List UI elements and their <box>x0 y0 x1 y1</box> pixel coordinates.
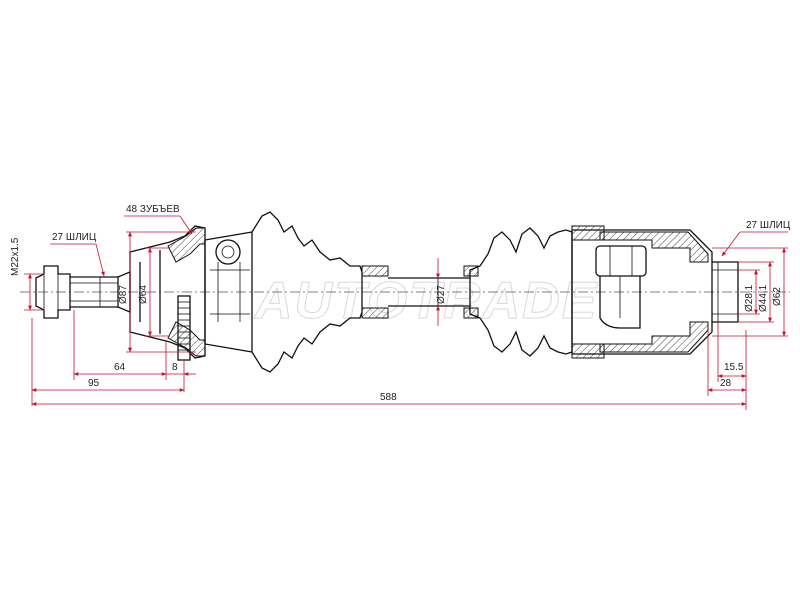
len8-dimension: 8 <box>166 360 196 392</box>
d64-label: Ø64 <box>138 285 149 304</box>
d87-label: Ø87 <box>118 285 129 304</box>
d44-label: Ø44.1 <box>758 284 769 312</box>
thread-label: M22x1.5 <box>10 237 21 276</box>
len95-label: 95 <box>88 378 100 389</box>
len95-dimension: 95 <box>31 318 185 406</box>
d64-dimension: Ø64 <box>138 247 170 337</box>
len588-label: 588 <box>380 392 397 403</box>
len15-label: 15.5 <box>724 362 744 373</box>
d44-dimension: Ø44.1 <box>738 261 774 323</box>
outer-stub-shaft <box>35 265 131 319</box>
intermediate-shaft <box>388 277 470 307</box>
len64-dimension: 64 <box>73 310 167 380</box>
teeth-label: 48 ЗУБЪЕВ <box>126 204 180 215</box>
tripod-roller <box>595 245 647 329</box>
len64-label: 64 <box>114 362 126 373</box>
teeth-callout: 48 ЗУБЪЕВ <box>124 204 193 235</box>
len588-dimension: 588 <box>31 330 747 410</box>
len28-label: 28 <box>720 378 732 389</box>
d28-dimension: Ø28.1 <box>738 269 760 315</box>
d28-label: Ø28.1 <box>744 284 755 312</box>
d62-dimension: Ø62 <box>712 247 788 337</box>
inner-spline-callout: 27 ШЛИЦ <box>721 220 791 257</box>
watermark: AUTOTRADE <box>253 272 598 330</box>
outer-spline-callout: 27 ШЛИЦ <box>50 232 105 277</box>
len8-label: 8 <box>172 362 178 373</box>
outer-boot <box>251 211 389 373</box>
d62-label: Ø62 <box>772 287 783 306</box>
thread-dimension: M22x1.5 <box>10 237 44 311</box>
outer-spline-label: 27 ШЛИЦ <box>52 232 97 243</box>
d27-label: Ø27 <box>436 285 447 304</box>
d27-dimension: Ø27 <box>436 258 447 326</box>
len15-dimension: 15.5 <box>717 322 747 382</box>
inner-cv-housing <box>571 225 713 359</box>
len28-dimension: 28 <box>707 330 747 396</box>
inner-stub-shaft <box>712 261 739 323</box>
inner-spline-label: 27 ШЛИЦ <box>746 220 791 231</box>
d87-dimension: Ø87 <box>118 231 196 353</box>
